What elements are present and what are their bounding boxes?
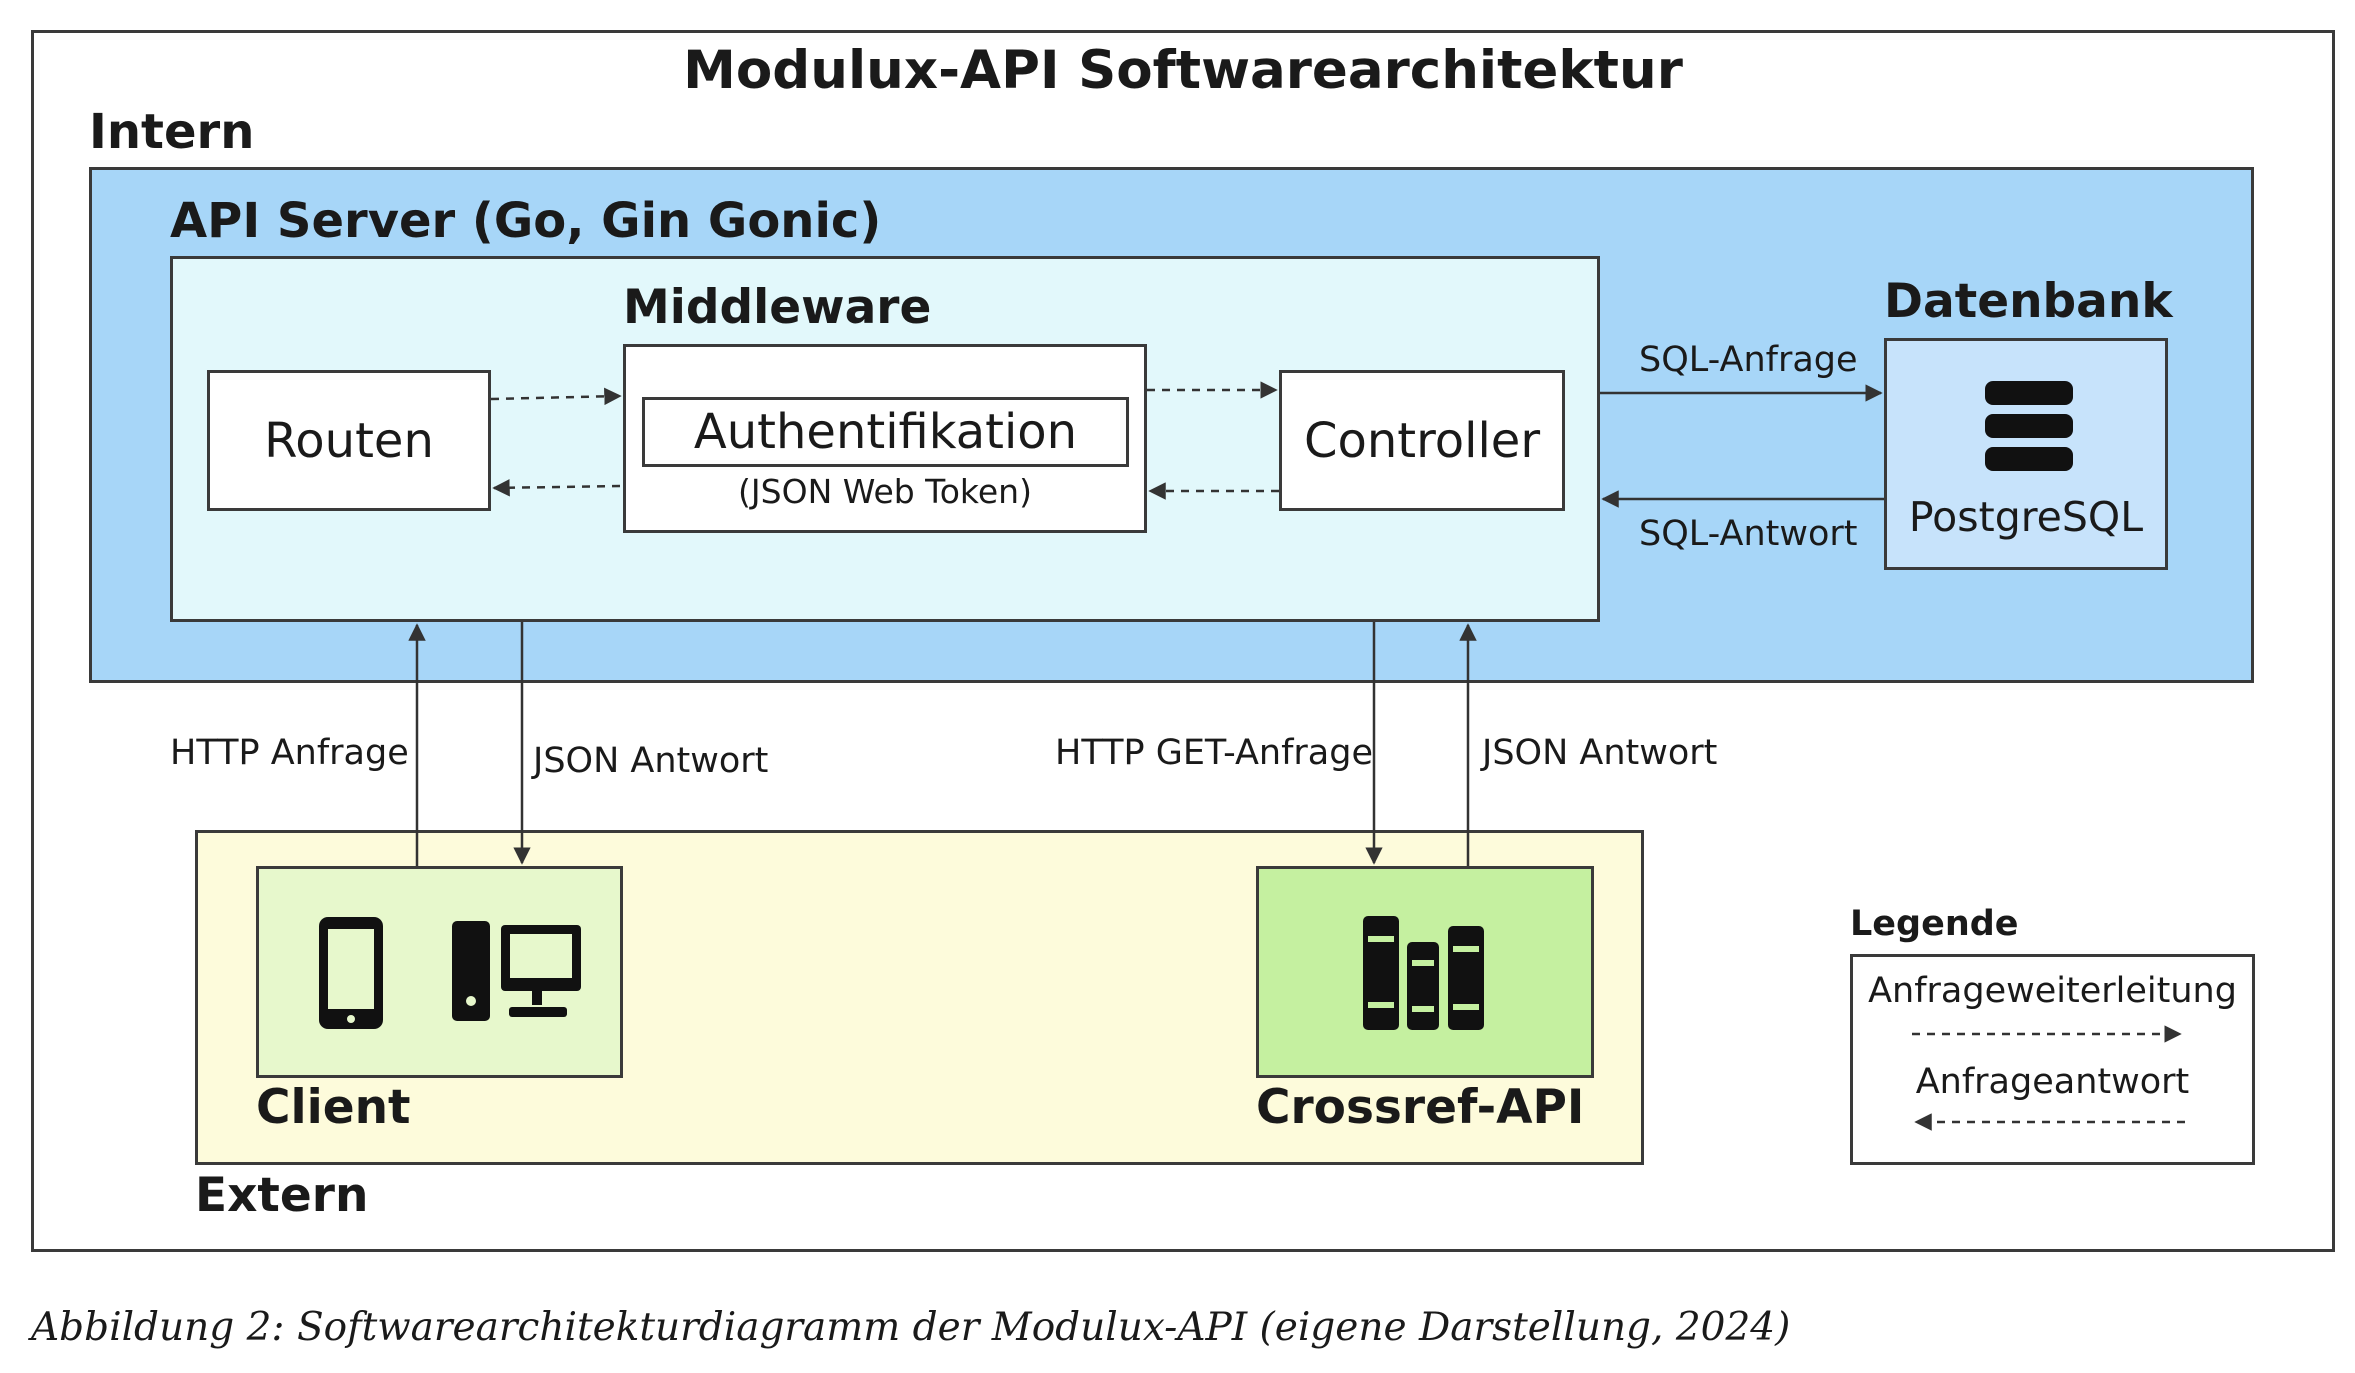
books-icon xyxy=(1363,916,1484,1030)
middleware-to-routen-arrow xyxy=(492,479,621,497)
database-icon xyxy=(1985,381,2073,471)
middleware-label: Middleware xyxy=(623,280,932,335)
legend-box: Anfrageweiterleitung Anfrageantwort xyxy=(1850,954,2255,1165)
controller-label: Controller xyxy=(1303,412,1541,469)
http-request-label: HTTP Anfrage xyxy=(170,733,409,773)
sql-request-label: SQL-Anfrage xyxy=(1639,340,1858,380)
routen-label: Routen xyxy=(264,412,434,469)
routen-to-middleware-arrow xyxy=(490,387,622,406)
desktop-computer-icon xyxy=(452,921,581,1021)
http-get-request-label: HTTP GET-Anfrage xyxy=(1055,733,1373,773)
controller-box: Controller xyxy=(1279,370,1565,511)
client-box xyxy=(256,866,623,1078)
extern-label: Extern xyxy=(195,1168,369,1223)
figure-caption: Abbildung 2: Softwarearchitekturdiagramm… xyxy=(31,1305,1791,1350)
sql-response-label: SQL-Antwort xyxy=(1639,514,1858,554)
legend-title: Legende xyxy=(1850,904,2019,944)
routen-box: Routen xyxy=(207,370,491,511)
smartphone-icon xyxy=(319,917,383,1029)
intern-label: Intern xyxy=(89,104,255,160)
postgresql-label: PostgreSQL xyxy=(1908,493,2144,541)
datenbank-label: Datenbank xyxy=(1884,274,2173,329)
legend-forward-label: Anfrageweiterleitung xyxy=(1868,971,2237,1011)
api-server-label: API Server (Go, Gin Gonic) xyxy=(170,193,882,249)
authentifikation-box: Authentifikation xyxy=(642,397,1129,467)
diagram-title: Modulux-API Softwarearchitektur xyxy=(683,40,1683,101)
crossref-box xyxy=(1256,866,1594,1078)
client-label: Client xyxy=(256,1080,411,1135)
crossref-label: Crossref-API xyxy=(1256,1080,1585,1135)
jwt-label: (JSON Web Token) xyxy=(738,472,1032,511)
json-response-crossref-label: JSON Antwort xyxy=(1482,733,1718,773)
json-response-client-label: JSON Antwort xyxy=(533,741,769,781)
datenbank-box: PostgreSQL xyxy=(1884,338,2168,570)
authentifikation-label: Authentifikation xyxy=(693,404,1078,460)
legend-response-label: Anfrageantwort xyxy=(1915,1062,2190,1102)
